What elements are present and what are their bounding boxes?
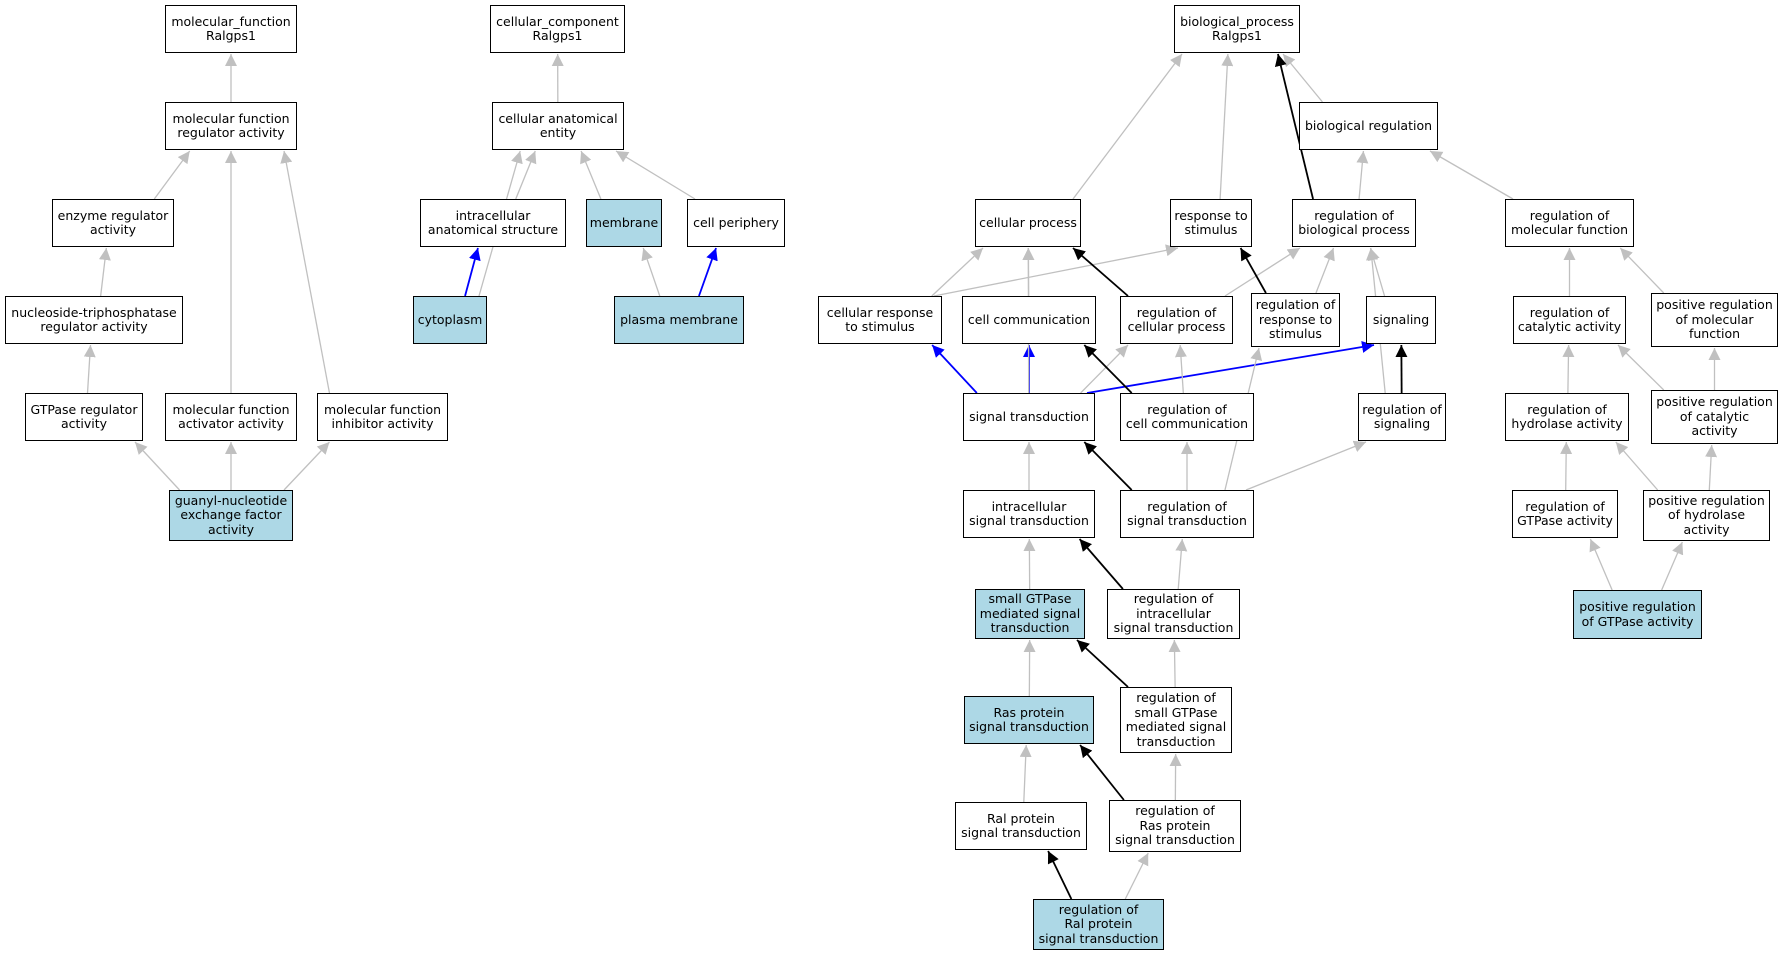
node-guanyl-nucleotide-exchange-factor-activity[interactable]: guanyl-nucleotide exchange factor activi… [169, 490, 293, 541]
node-cellular-response-to-stimulus[interactable]: cellular response to stimulus [818, 296, 942, 344]
node-positive-regulation-of-gtpase-activity[interactable]: positive regulation of GTPase activity [1573, 590, 1702, 639]
node-regulation-of-biological-process[interactable]: regulation of biological process [1292, 199, 1416, 247]
edge-regmf-to-bioreg [1429, 150, 1514, 200]
edge-posregcat-to-regcat [1617, 344, 1665, 391]
edge-gnef-to-mfia [283, 441, 330, 491]
edge-membrane-to-cae [580, 150, 602, 200]
edge-regral-to-regras [1124, 852, 1149, 900]
edge-regcc-to-cellcomm [1083, 344, 1133, 394]
edge-cellper-to-cae [615, 150, 696, 200]
edge-pm-to-membrane [641, 247, 661, 297]
node-regulation-of-hydrolase-activity[interactable]: regulation of hydrolase activity [1505, 393, 1629, 441]
node-molecular-function-inhibitor-activity[interactable]: molecular function inhibitor activity [317, 393, 448, 441]
node-regulation-of-catalytic-activity[interactable]: regulation of catalytic activity [1513, 296, 1626, 344]
edge-cellproc-to-bp_root [1072, 53, 1183, 200]
node-signaling[interactable]: signaling [1366, 296, 1436, 344]
edge-bioreg-to-bp_root [1282, 53, 1323, 103]
node-molecular-function-activator-activity[interactable]: molecular function activator activity [165, 393, 297, 441]
edge-gtpra-to-ntra [83, 344, 96, 394]
node-cellular-component-root[interactable]: cellular_component Ralgps1 [490, 5, 625, 53]
node-regulation-of-molecular-function[interactable]: regulation of molecular function [1505, 199, 1634, 247]
node-regulation-of-cell-communication[interactable]: regulation of cell communication [1120, 393, 1254, 441]
edge-regras-to-ras [1079, 744, 1125, 801]
edge-regsmall-to-regist [1168, 639, 1181, 688]
edge-posreghyd-to-reghyd [1615, 441, 1659, 491]
node-intracellular-anatomical-structure[interactable]: intracellular anatomical structure [420, 199, 566, 247]
node-gtpase-regulator-activity[interactable]: GTPase regulator activity [25, 393, 143, 441]
node-nucleoside-triphosphatase-regulator-activity[interactable]: nucleoside-triphosphatase regulator acti… [5, 296, 183, 344]
edge-regcp-to-regbp [1224, 247, 1301, 297]
node-cytoplasm[interactable]: cytoplasm [413, 296, 487, 344]
node-cellular-anatomical-entity[interactable]: cellular anatomical entity [492, 102, 624, 150]
edge-cytoplasm-to-ias [464, 247, 481, 297]
edge-regrs-to-regbp [1315, 247, 1335, 294]
edge-posreggtpase-to-reggtpase [1589, 538, 1613, 591]
node-positive-regulation-of-hydrolase-activity[interactable]: positive regulation of hydrolase activit… [1643, 490, 1770, 541]
node-ras-protein-signal-transduction[interactable]: Ras protein signal transduction [964, 696, 1094, 744]
edge-regist-to-regst [1175, 538, 1188, 590]
edge-regcp-to-cellproc [1072, 247, 1129, 297]
edge-gnef-to-gtpra [134, 441, 181, 491]
edge-posregmf-to-regmf [1619, 247, 1665, 294]
edge-cellresp-to-cellproc [931, 247, 984, 297]
node-positive-regulation-of-catalytic-activity[interactable]: positive regulation of catalytic activit… [1651, 390, 1778, 444]
node-plasma-membrane[interactable]: plasma membrane [614, 296, 744, 344]
node-ral-protein-signal-transduction[interactable]: Ral protein signal transduction [955, 802, 1087, 850]
node-enzyme-regulator-activity[interactable]: enzyme regulator activity [52, 199, 174, 247]
edge-reggtpase-to-reghyd [1560, 441, 1573, 491]
edge-ntra-to-era [98, 247, 111, 297]
edge-regbp-to-bp_root [1274, 53, 1314, 200]
node-regulation-of-small-gtpase-mediated-signal-transduction[interactable]: regulation of small GTPase mediated sign… [1120, 687, 1232, 753]
node-cellular-process[interactable]: cellular process [975, 199, 1081, 247]
edge-posreghyd-to-posregcat [1705, 444, 1718, 491]
edge-pm-to-cellper [698, 247, 718, 297]
node-membrane[interactable]: membrane [586, 199, 662, 247]
edge-regral-to-ral [1047, 850, 1073, 900]
edge-regcc-to-regcp [1174, 344, 1187, 394]
node-regulation-of-intracellular-signal-transduction[interactable]: regulation of intracellular signal trans… [1107, 589, 1240, 639]
edge-regrs-to-respstim [1239, 247, 1267, 294]
node-cell-communication[interactable]: cell communication [962, 296, 1096, 344]
edge-reghyd-to-regcat [1562, 344, 1575, 394]
edge-respstim-to-bp_root [1219, 53, 1234, 200]
edge-ias-to-cae [515, 150, 537, 200]
edge-sigtrans-to-signaling [1086, 341, 1375, 394]
edge-regbp-to-bioreg [1356, 150, 1369, 200]
node-molecular-function-root[interactable]: molecular_function Ralgps1 [165, 5, 297, 53]
node-regulation-of-gtpase-activity[interactable]: regulation of GTPase activity [1512, 490, 1618, 538]
edge-regist-to-intrasig [1078, 538, 1124, 590]
node-biological-process-root[interactable]: biological_process Ralgps1 [1174, 5, 1300, 53]
node-cell-periphery[interactable]: cell periphery [687, 199, 785, 247]
node-regulation-of-response-to-stimulus[interactable]: regulation of response to stimulus [1251, 293, 1340, 347]
edge-ral-to-ras [1019, 744, 1032, 803]
node-regulation-of-ral-protein-signal-transduction[interactable]: regulation of Ral protein signal transdu… [1033, 899, 1164, 950]
edge-regsmall-to-smallgtp [1076, 639, 1129, 688]
node-regulation-of-cellular-process[interactable]: regulation of cellular process [1120, 296, 1233, 344]
node-regulation-of-ras-protein-signal-transduction[interactable]: regulation of Ras protein signal transdu… [1109, 800, 1241, 852]
edge-cellresp-to-respstim [933, 244, 1179, 297]
node-biological-regulation[interactable]: biological regulation [1299, 102, 1438, 150]
node-signal-transduction[interactable]: signal transduction [963, 393, 1095, 441]
edge-mfia-to-mfra [280, 150, 331, 394]
node-molecular-function-regulator-activity[interactable]: molecular function regulator activity [165, 102, 297, 150]
edge-regst-to-regsig [1245, 440, 1367, 491]
edge-sigtrans-to-regcp [1080, 344, 1129, 394]
edge-posreggtpase-to-posreghyd [1661, 541, 1684, 591]
edge-sigtrans-to-cellresp [931, 344, 978, 394]
edge-regst-to-sigtrans [1083, 441, 1133, 491]
node-positive-regulation-of-molecular-function[interactable]: positive regulation of molecular functio… [1651, 293, 1778, 347]
edge-era-to-mfra [153, 150, 191, 200]
node-small-gtpase-mediated-signal-transduction[interactable]: small GTPase mediated signal transductio… [975, 589, 1085, 639]
node-regulation-of-signaling[interactable]: regulation of signaling [1358, 393, 1446, 441]
node-intracellular-signal-transduction[interactable]: intracellular signal transduction [963, 490, 1095, 538]
node-regulation-of-signal-transduction[interactable]: regulation of signal transduction [1120, 490, 1254, 538]
node-response-to-stimulus[interactable]: response to stimulus [1170, 199, 1252, 247]
